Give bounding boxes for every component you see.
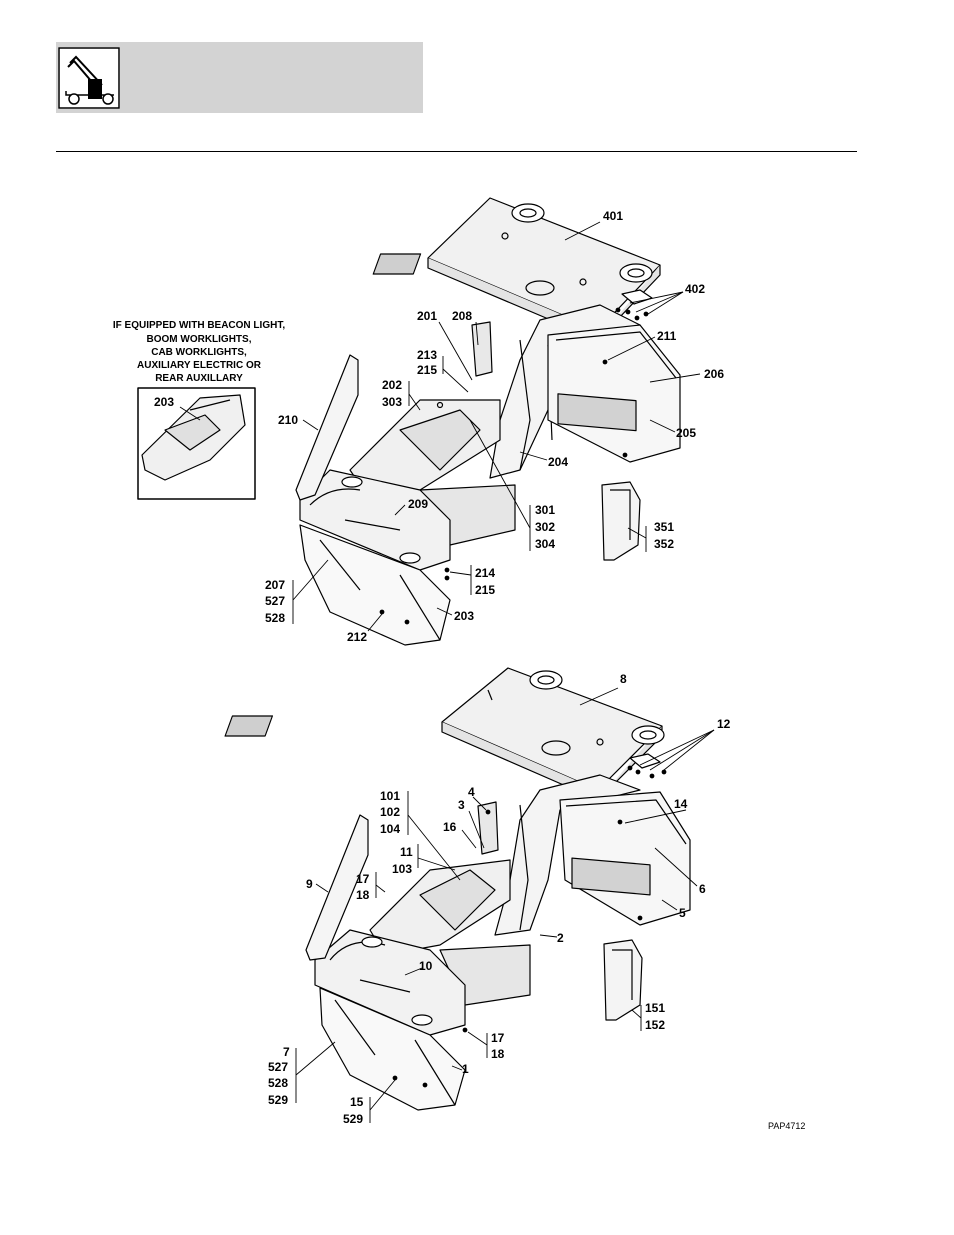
- callout-351: 351: [654, 520, 674, 534]
- callout-215-a: 215: [417, 363, 437, 377]
- callout-528-upper: 528: [265, 611, 285, 625]
- callout-214: 214: [475, 566, 495, 580]
- header-rule: [56, 151, 857, 152]
- callout-10: 10: [419, 959, 433, 973]
- callout-5: 5: [679, 906, 686, 920]
- note-line-5: REAR AUXILLARY: [155, 373, 243, 384]
- callout-3: 3: [458, 798, 465, 812]
- callout-208: 208: [452, 309, 472, 323]
- callout-151: 151: [645, 1001, 665, 1015]
- callout-203: 203: [454, 609, 474, 623]
- callout-207: 207: [265, 578, 285, 592]
- callout-528-lower: 528: [268, 1076, 288, 1090]
- callout-2: 2: [557, 931, 564, 945]
- callout-101: 101: [380, 789, 400, 803]
- inset-part-203: [141, 394, 246, 481]
- callout-527-upper: 527: [265, 594, 285, 608]
- callout-529-a: 529: [268, 1093, 288, 1107]
- callout-18-a: 18: [356, 888, 370, 902]
- callout-402: 402: [685, 282, 705, 296]
- callout-201: 201: [417, 309, 437, 323]
- note-line-1: IF EQUIPPED WITH BEACON LIGHT,: [113, 320, 285, 331]
- callout-18-b: 18: [491, 1047, 505, 1061]
- callout-211: 211: [657, 329, 677, 343]
- callout-12: 12: [717, 717, 731, 731]
- callout-8: 8: [620, 672, 627, 686]
- callout-202: 202: [382, 378, 402, 392]
- callout-213: 213: [417, 348, 437, 362]
- callout-7: 7: [283, 1045, 290, 1059]
- callout-204: 204: [548, 455, 568, 469]
- callout-104: 104: [380, 822, 400, 836]
- callout-1: 1: [462, 1062, 469, 1076]
- callout-352: 352: [654, 537, 674, 551]
- callout-210: 210: [278, 413, 298, 427]
- lower-assembly: [224, 667, 691, 1111]
- note-line-3: CAB WORKLIGHTS,: [151, 347, 247, 358]
- upper-assembly: [295, 197, 681, 646]
- callout-9: 9: [306, 877, 313, 891]
- callout-205: 205: [676, 426, 696, 440]
- callout-303: 303: [382, 395, 402, 409]
- callout-529-b: 529: [343, 1112, 363, 1126]
- callout-16: 16: [443, 820, 457, 834]
- telehandler-machine-icon: [58, 47, 120, 109]
- callout-209: 209: [408, 497, 428, 511]
- callout-6: 6: [699, 882, 706, 896]
- note-line-2: BOOM WORKLIGHTS,: [147, 334, 252, 345]
- callout-527-lower: 527: [268, 1060, 288, 1074]
- figure-reference: PAP4712: [768, 1121, 805, 1131]
- callout-102: 102: [380, 805, 400, 819]
- callout-302: 302: [535, 520, 555, 534]
- callout-304: 304: [535, 537, 555, 551]
- callout-206: 206: [704, 367, 724, 381]
- callout-17-a: 17: [356, 872, 370, 886]
- callout-15: 15: [350, 1095, 364, 1109]
- callout-301: 301: [535, 503, 555, 517]
- callout-401: 401: [603, 209, 623, 223]
- inset-label: 203: [154, 395, 174, 409]
- callout-212: 212: [347, 630, 367, 644]
- callout-14: 14: [674, 797, 688, 811]
- note-line-4: AUXILIARY ELECTRIC OR: [137, 360, 262, 371]
- callout-11: 11: [400, 845, 413, 859]
- callout-215-b: 215: [475, 583, 495, 597]
- callout-17-b: 17: [491, 1031, 505, 1045]
- callout-103: 103: [392, 862, 412, 876]
- callout-4: 4: [468, 785, 475, 799]
- callout-152: 152: [645, 1018, 665, 1032]
